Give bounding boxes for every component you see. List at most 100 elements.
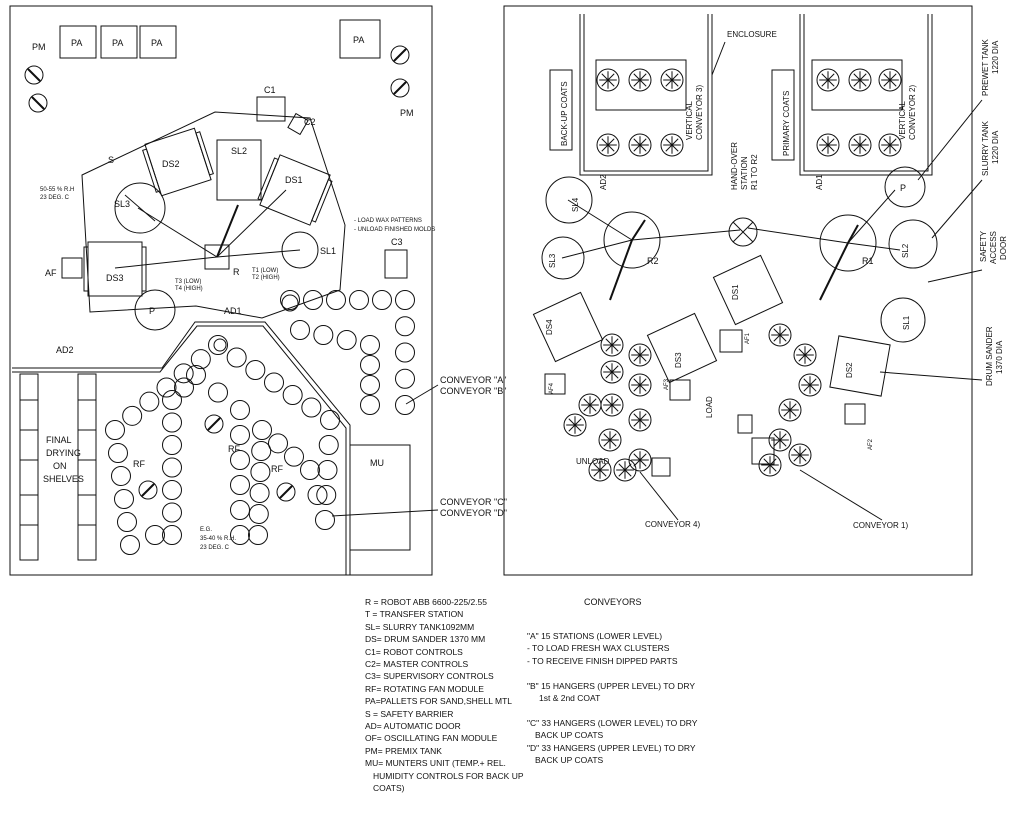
hanger-spoke <box>853 138 867 152</box>
ad-label: AD1 <box>815 174 824 190</box>
legend-item: SL= SLURRY TANK1092MM <box>365 621 475 632</box>
legend-item: DS= DRUM SANDER 1370 MM <box>365 634 486 645</box>
handover-label: HAND-OVER <box>730 142 739 190</box>
hanger-spoke <box>633 453 647 467</box>
legend-item: COATS) <box>373 783 405 794</box>
vertical-conveyor-3: CONVEYOR 3) <box>695 85 704 140</box>
conveyor-station <box>303 290 323 310</box>
conveyor-station <box>248 525 268 545</box>
conveyor-station <box>395 368 415 389</box>
handover-label: R1 TO R2 <box>750 154 759 190</box>
robot-r2: R2 <box>561 199 741 301</box>
legend-item: S = SAFETY BARRIER <box>365 708 454 719</box>
conveyor-line: "D" 33 HANGERS (UPPER LEVEL) TO DRY <box>527 742 696 753</box>
drum-sander-callout: 1370 DIA <box>995 340 1004 374</box>
slurry-label: SL1 <box>902 315 911 330</box>
conveyor-station <box>117 512 137 532</box>
hanger <box>816 133 840 157</box>
transfer-label: T2 (HIGH) <box>252 275 280 281</box>
humidity-top: 23 DEG. C <box>40 195 70 201</box>
conveyor-station <box>173 363 194 384</box>
hanger <box>660 133 684 157</box>
controls: C1 C2 C3 <box>256 85 408 279</box>
robot-r1: R1 <box>747 189 901 301</box>
hanger-spoke <box>883 138 897 152</box>
conveyor-station <box>250 462 271 482</box>
conveyor-station <box>252 420 272 440</box>
conveyor-station <box>190 349 211 370</box>
enclosure-label: ENCLOSURE <box>727 30 777 39</box>
robot-r: R T1 (LOW) T2 (HIGH) T3 (LOW) T4 (HIGH) <box>114 189 301 292</box>
conveyor-station <box>208 382 228 403</box>
conveyor-station <box>360 395 380 415</box>
legend-item: OF= OSCILLATING FAN MODULE <box>365 733 498 744</box>
hanger <box>778 398 802 422</box>
control-label: C3 <box>391 237 403 247</box>
handover-station <box>728 217 758 247</box>
safety-barrier-label: S <box>108 155 114 165</box>
conveyor-station <box>395 342 415 363</box>
drum-label: DS2 <box>845 362 854 378</box>
legend: R = ROBOT ABB 6600-225/2.55 T = TRANSFER… <box>365 596 524 795</box>
hanger-spoke <box>593 463 607 477</box>
conveyor-station <box>251 441 272 461</box>
conveyor-station <box>395 290 415 310</box>
munters-label: MU <box>370 458 384 468</box>
drum-label: DS3 <box>674 352 683 368</box>
hanger <box>798 373 822 397</box>
slurry-label: SL2 <box>231 146 247 156</box>
conveyor-station <box>230 450 250 470</box>
legend-item: R = ROBOT ABB 6600-225/2.55 <box>365 597 487 607</box>
conveyor-ab-label: CONVEYOR "B" <box>440 386 506 396</box>
fan-label: AF4 <box>549 382 555 394</box>
fan-label: AF1 <box>745 332 751 344</box>
conveyor-line: 1st & 2nd COAT <box>539 693 601 704</box>
hanger-spoke <box>633 138 647 152</box>
prewet-label: P <box>900 183 906 193</box>
conveyor-1-label: CONVEYOR 1) <box>853 521 908 530</box>
pallet-label: PA <box>112 38 123 48</box>
pallet-label: PA <box>353 35 364 45</box>
drum-sanders: DS2 DS1 DS3 <box>83 127 333 297</box>
premix-tank-label: P <box>149 306 155 316</box>
hanger <box>600 333 624 357</box>
conveyor-station <box>301 397 322 418</box>
conveyor-station <box>108 443 128 463</box>
conveyor-line: "C" 33 HANGERS (LOWER LEVEL) TO DRY <box>527 717 698 728</box>
humidity-top: 50-55 % R.H <box>40 187 74 193</box>
pallet-label: PA <box>71 38 82 48</box>
conveyor-station <box>395 316 415 337</box>
conveyor-line: - TO LOAD FRESH WAX CLUSTERS <box>527 643 670 654</box>
conveyor-station <box>230 425 250 445</box>
conveyor-station <box>111 466 131 486</box>
munters-unit <box>349 444 411 551</box>
transfer-label: T3 (LOW) <box>175 279 201 285</box>
hanger <box>660 68 684 92</box>
conveyor-station <box>300 460 320 480</box>
right-plan-frame <box>503 5 973 576</box>
control-label: C2 <box>304 117 316 127</box>
hanger-spoke <box>633 73 647 87</box>
conveyor-line <box>527 704 697 716</box>
conveyor-station <box>208 335 228 355</box>
legend-item: PM= PREMIX TANK <box>365 745 442 756</box>
load-note: - LOAD WAX PATTERNS <box>354 218 422 224</box>
hanger <box>878 68 902 92</box>
conveyor-line: BACK UP COATS <box>535 755 604 766</box>
legend-item: HUMIDITY CONTROLS FOR BACK UP <box>373 770 524 781</box>
hanger <box>628 373 652 397</box>
hanger <box>598 428 622 452</box>
conveyor-station <box>162 412 182 433</box>
fan-label: AF3 <box>664 378 670 390</box>
conveyor-station <box>268 433 288 454</box>
right-fans: AF1 AF2 AF3 AF4 <box>544 329 874 450</box>
slurry-label: SL4 <box>571 197 580 212</box>
conveyor-ab-loop <box>280 290 415 415</box>
conveyor-station <box>114 489 134 509</box>
conveyor-station <box>230 525 250 545</box>
conveyor-station <box>145 525 165 545</box>
hanger-spoke <box>605 338 619 352</box>
legend-item: C1= ROBOT CONTROLS <box>365 646 463 657</box>
unload-label: UNLOAD <box>576 457 610 466</box>
